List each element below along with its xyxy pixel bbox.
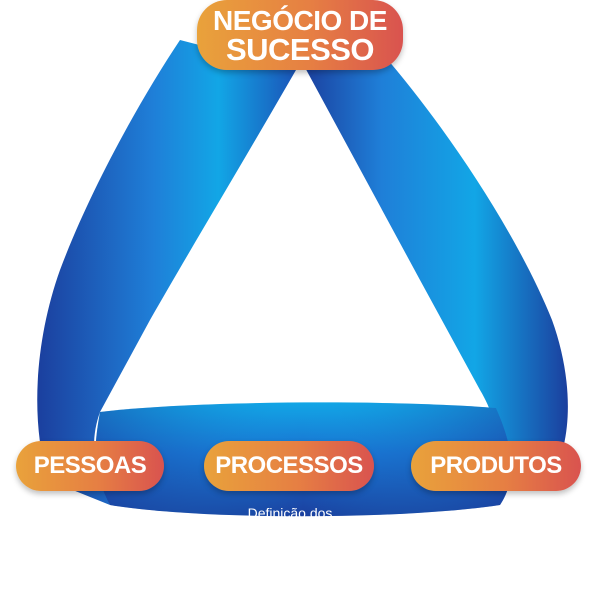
produtos-badge: PRODUTOS — [411, 441, 581, 491]
top-label-line1: NEGÓCIO DE — [213, 5, 387, 36]
processos-badge: PROCESSOS — [204, 441, 374, 491]
left-band — [37, 40, 297, 505]
right-band — [302, 45, 568, 480]
pessoas-badge: PESSOAS — [16, 441, 164, 491]
top-label-line2: SUCESSO — [225, 32, 375, 67]
negocio-de-sucesso-badge: NEGÓCIO DE SUCESSO — [197, 0, 403, 70]
caption-text: Definição dos — [247, 505, 333, 521]
